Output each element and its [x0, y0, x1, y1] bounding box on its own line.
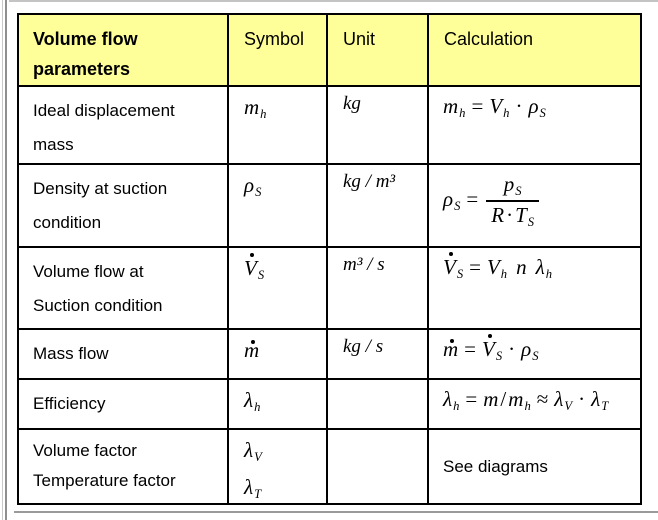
symbol-math: mh — [244, 95, 267, 122]
unit-cell: kg — [326, 85, 429, 165]
header-cell-calculation: Calculation — [427, 13, 642, 87]
header-cell-symbol: Symbol — [227, 13, 328, 87]
calc-cell: See diagrams — [427, 428, 642, 505]
calc-cell: mh=Vh·ρS — [427, 85, 642, 165]
symbol-math: λh — [244, 388, 261, 415]
frame-line-left-inner — [5, 0, 7, 520]
unit-cell: kg / s — [326, 328, 429, 380]
unit-cell: kg / m³ — [326, 163, 429, 248]
symbol-math-temperature-factor: λT — [244, 475, 262, 502]
unit-cell — [326, 378, 429, 430]
table-row: Ideal displacement mass mh kg mh=Vh·ρS — [17, 85, 642, 165]
header-cell-unit: Unit — [326, 13, 429, 87]
header-cell-parameters: Volume flow parameters — [17, 13, 229, 87]
param-cell: Volume factor Temperature factor — [17, 428, 229, 505]
param-cell: Volume flow at Suction condition — [17, 246, 229, 330]
parameters-table: Volume flow parameters Symbol Unit Calcu… — [17, 13, 642, 505]
param-cell: Efficiency — [17, 378, 229, 430]
header-row: Volume flow parameters Symbol Unit Calcu… — [17, 13, 642, 87]
see-diagrams-text: See diagrams — [443, 456, 548, 476]
calc-math: mh=Vh·ρS — [443, 94, 546, 121]
frame-line-left-outer — [2, 0, 3, 520]
unit-cell: m³ / s — [326, 246, 429, 330]
symbol-cell: λh — [227, 378, 328, 430]
table-row: Efficiency λh λh=m/mh≈λV·λT — [17, 378, 642, 430]
table-row: Volume factor Temperature factor λV λT S… — [17, 428, 642, 505]
calc-math: λh=m/mh≈λV·λT — [443, 387, 609, 414]
symbol-math-volume-factor: λV — [244, 438, 262, 465]
table-row: Density at suction condition ρS kg / m³ … — [17, 163, 642, 248]
symbol-math: m — [244, 338, 260, 362]
symbol-cell: mh — [227, 85, 328, 165]
unit-cell — [326, 428, 429, 505]
symbol-cell: ρS — [227, 163, 328, 248]
symbol-math: ρS — [244, 173, 262, 200]
param-cell: Density at suction condition — [17, 163, 229, 248]
frame-line-bottom — [14, 511, 658, 513]
symbol-cell: m — [227, 328, 328, 380]
param-cell: Mass flow — [17, 328, 229, 380]
param-cell: Ideal displacement mass — [17, 85, 229, 165]
frame-line-top — [9, 0, 658, 2]
calc-cell: λh=m/mh≈λV·λT — [427, 378, 642, 430]
symbol-cell: λV λT — [227, 428, 328, 505]
